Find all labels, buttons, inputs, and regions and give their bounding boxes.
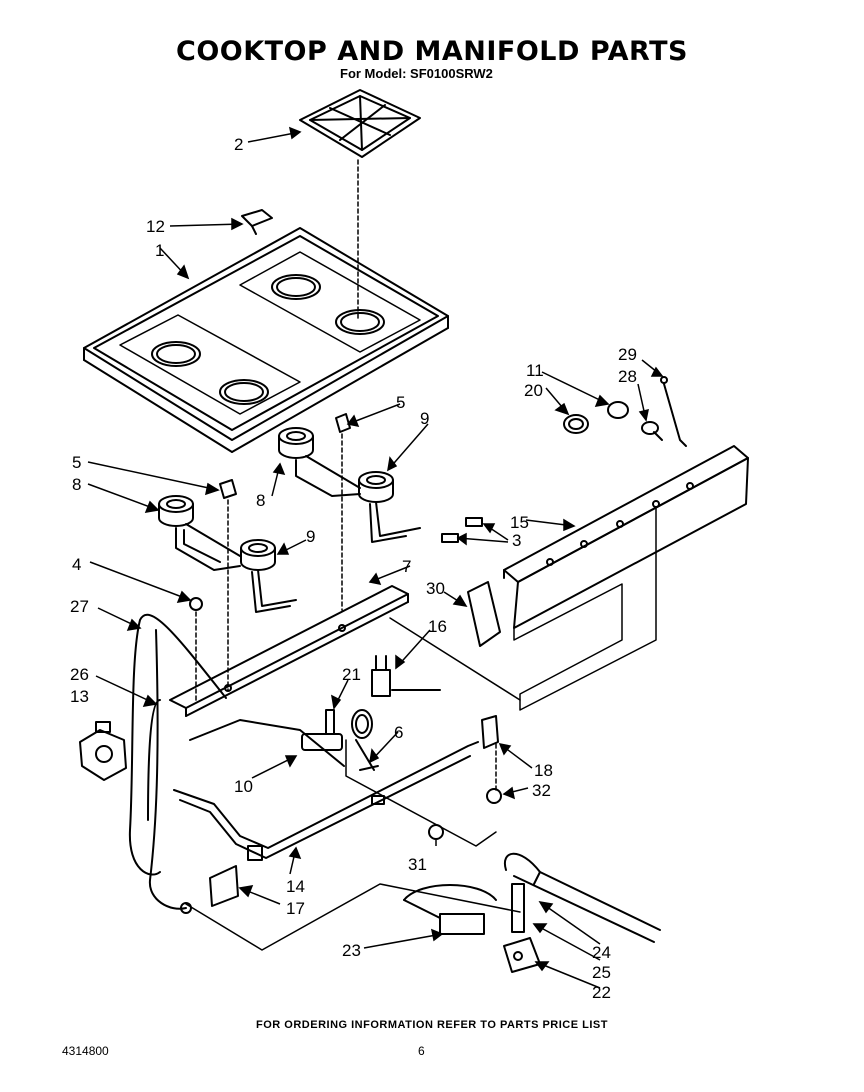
knob-spring — [641, 421, 663, 441]
thermocouple — [403, 884, 497, 935]
callout-16: 16 — [428, 617, 447, 636]
callout-20: 20 — [524, 381, 543, 400]
oven-burner — [503, 852, 661, 943]
callout-10: 10 — [234, 777, 253, 796]
burner-clip-right — [335, 413, 351, 433]
control-knob — [563, 414, 589, 434]
knob-clip-wire — [660, 376, 687, 447]
burner-valve — [503, 937, 541, 973]
callout-23: 23 — [342, 941, 361, 960]
callout-7: 7 — [402, 557, 411, 576]
callout-27: 27 — [70, 597, 89, 616]
callout-17: 17 — [286, 899, 305, 918]
igniter — [301, 709, 343, 751]
callout-30: 30 — [426, 579, 445, 598]
burner-clip-left — [219, 479, 237, 499]
callout-13: 13 — [70, 687, 89, 706]
callout-9a: 9 — [420, 409, 429, 428]
callout-15: 15 — [510, 513, 529, 532]
page-number: 6 — [418, 1044, 425, 1058]
model-subtitle: For Model: SF0100SRW2 — [340, 66, 493, 81]
callout-8b: 8 — [256, 491, 265, 510]
callout-21: 21 — [342, 665, 361, 684]
page-title: COOKTOP AND MANIFOLD PARTS — [176, 36, 688, 67]
callout-5b: 5 — [72, 453, 81, 472]
callout-3: 3 — [512, 531, 521, 550]
callout-25: 25 — [592, 963, 611, 982]
callout-9b: 9 — [306, 527, 315, 546]
knob-bezel — [607, 401, 629, 419]
callout-1: 1 — [155, 241, 164, 260]
cooktop-clip — [241, 209, 273, 235]
panel-bracket — [467, 581, 501, 647]
ignition-switch — [371, 655, 441, 697]
callout-6: 6 — [394, 723, 403, 742]
manifold-pipe — [173, 719, 479, 861]
callout-2: 2 — [234, 135, 243, 154]
document-number: 4314800 — [62, 1044, 109, 1058]
burner-grate — [299, 89, 421, 158]
callout-31: 31 — [408, 855, 427, 874]
oven-burner-tube — [511, 883, 525, 933]
callout-22: 22 — [592, 983, 611, 1002]
callout-12: 12 — [146, 217, 165, 236]
gas-tubing — [128, 613, 227, 914]
callout-11: 11 — [526, 361, 544, 380]
spring — [351, 709, 379, 771]
cooktop — [83, 227, 449, 453]
burner-bracket — [169, 585, 409, 717]
ordering-note: FOR ORDERING INFORMATION REFER TO PARTS … — [256, 1019, 608, 1031]
spring-clip — [481, 715, 499, 749]
callout-32: 32 — [532, 781, 551, 800]
callout-26: 26 — [70, 665, 89, 684]
callout-24: 24 — [592, 943, 611, 962]
callout-labels: 1 2 3 4 5 5 6 7 8 8 9 9 10 11 12 13 14 1… — [70, 135, 637, 1002]
callout-4: 4 — [72, 555, 81, 574]
mounting-bracket — [209, 865, 239, 907]
nut — [189, 597, 203, 611]
callout-28: 28 — [618, 367, 637, 386]
burner-assembly-left — [158, 495, 297, 613]
callout-5a: 5 — [396, 393, 405, 412]
control-panel-rail — [503, 445, 749, 629]
callout-14: 14 — [286, 877, 305, 896]
burner-assembly-right — [278, 427, 421, 543]
callout-8a: 8 — [72, 475, 81, 494]
callout-29: 29 — [618, 345, 637, 364]
screw-32 — [486, 788, 502, 804]
callout-18: 18 — [534, 761, 553, 780]
gas-valve — [79, 721, 127, 781]
